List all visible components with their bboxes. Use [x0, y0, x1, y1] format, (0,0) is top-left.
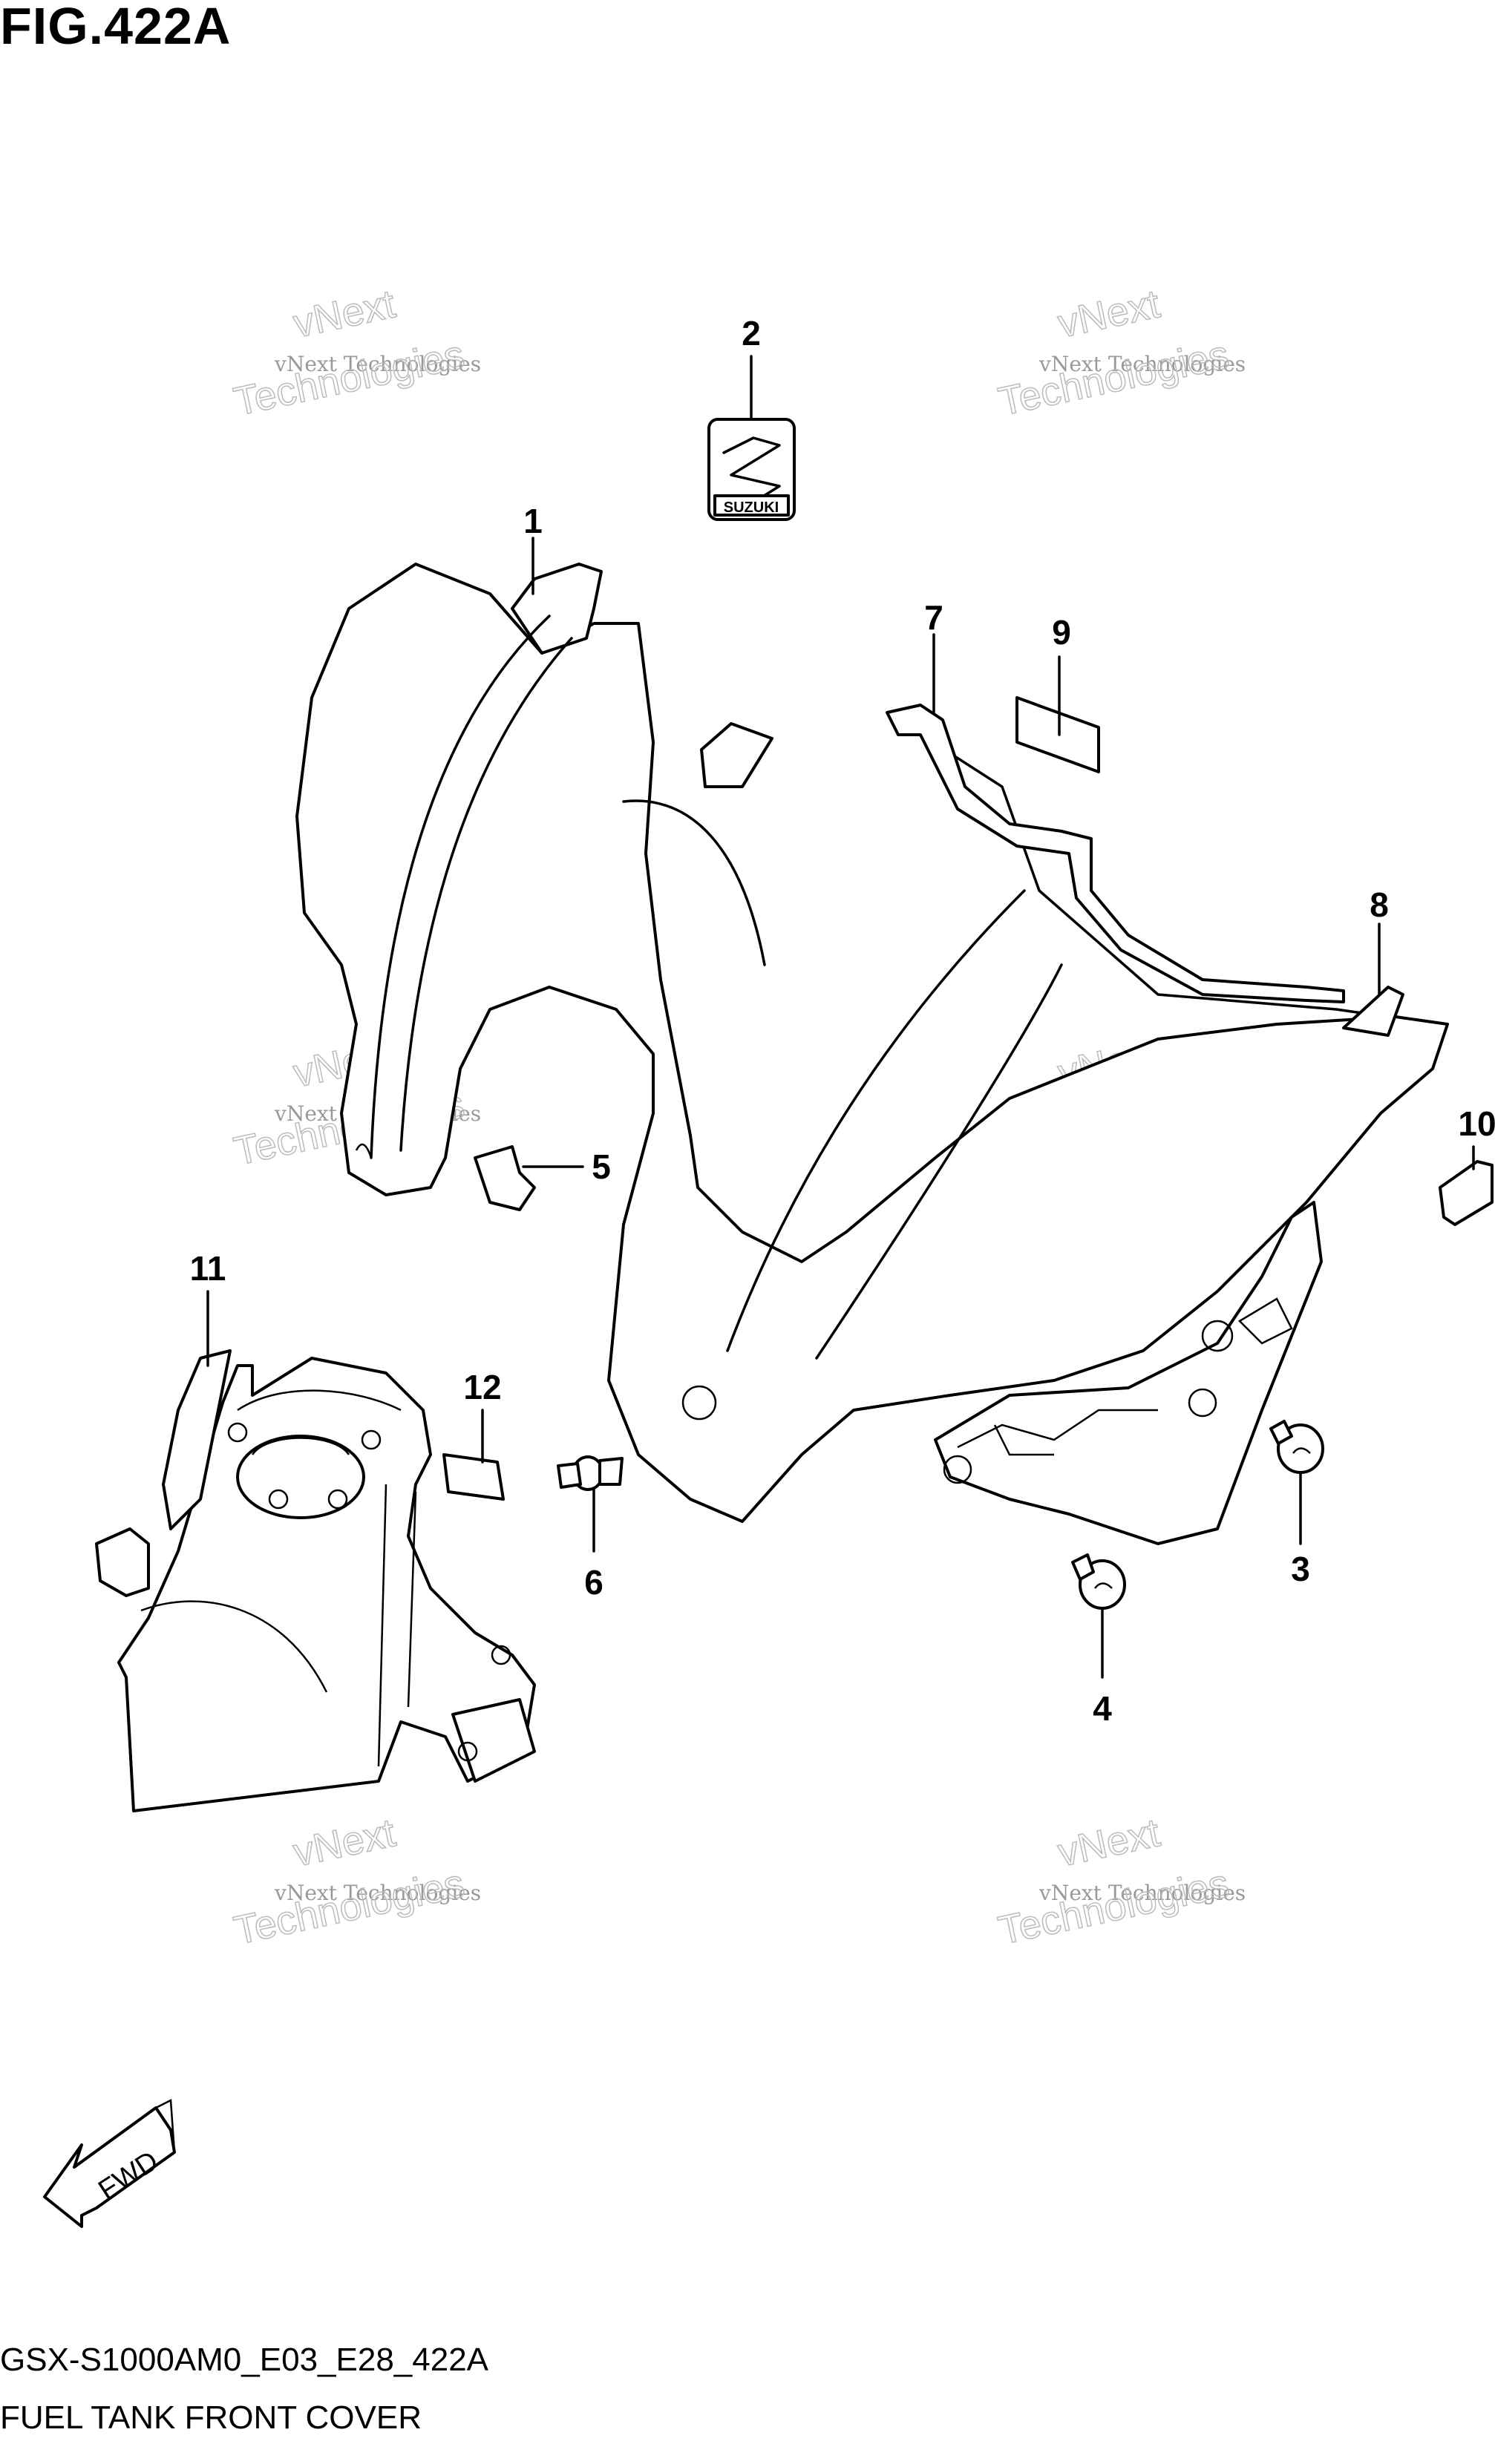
leader-lines — [206, 355, 1475, 1679]
figure-code: GSX-S1000AM0_E03_E28_422A — [0, 2342, 489, 2378]
svg-text:vNext: vNext — [289, 281, 399, 346]
callout-6: 6 — [584, 1563, 603, 1602]
svg-text:Technologies: Technologies — [995, 1861, 1233, 1953]
emblem-text: SUZUKI — [724, 499, 779, 516]
figure-name: FUEL TANK FRONT COVER — [0, 2399, 422, 2436]
callout-11: 11 — [190, 1249, 226, 1288]
svg-text:Technologies: Technologies — [230, 1861, 468, 1953]
part-1-front-cover[interactable] — [295, 563, 1449, 1545]
part-9-pad[interactable] — [1015, 696, 1100, 773]
svg-text:vNext Technologies: vNext Technologies — [274, 352, 481, 376]
svg-text:vNext Technologies: vNext Technologies — [1038, 1881, 1246, 1905]
svg-text:vNext Technologies: vNext Technologies — [274, 1881, 481, 1905]
callouts: 1 2 3 4 5 6 7 8 9 10 11 12 — [190, 314, 1495, 1728]
watermark: vNext Technologies vNext Technologies — [229, 1810, 481, 1954]
part-12-pad[interactable] — [442, 1453, 505, 1501]
part-8-clip[interactable] — [1342, 986, 1404, 1037]
callout-10: 10 — [1458, 1104, 1495, 1143]
part-4-bolt[interactable] — [1071, 1553, 1126, 1610]
callout-4: 4 — [1093, 1689, 1112, 1728]
svg-text:vNext: vNext — [289, 1810, 399, 1875]
callout-7: 7 — [924, 598, 943, 637]
part-6-rivet[interactable] — [557, 1455, 624, 1491]
part-3-bolt[interactable] — [1269, 1420, 1324, 1474]
part-10-cushion[interactable] — [1439, 1160, 1494, 1226]
svg-text:vNext: vNext — [1054, 1810, 1164, 1875]
part-11-inner-cover[interactable] — [95, 1349, 536, 1812]
fwd-arrow-icon: FWD — [43, 2099, 176, 2228]
part-2-emblem[interactable]: SUZUKI — [707, 418, 796, 521]
svg-text:Technologies: Technologies — [995, 332, 1233, 425]
callout-5: 5 — [592, 1147, 611, 1186]
watermark: vNext Technologies vNext Technologies — [994, 281, 1246, 425]
figure-title: FIG.422A — [0, 0, 232, 55]
svg-text:vNext: vNext — [1054, 281, 1164, 346]
callout-2: 2 — [742, 314, 761, 353]
svg-text:Technologies: Technologies — [230, 332, 468, 425]
watermark: vNext Technologies vNext Technologies — [229, 281, 481, 425]
watermark: vNext Technologies vNext Technologies — [994, 1810, 1246, 1954]
callout-1: 1 — [523, 502, 543, 540]
callout-8: 8 — [1370, 885, 1389, 924]
callout-12: 12 — [463, 1368, 501, 1406]
callout-3: 3 — [1291, 1550, 1310, 1588]
svg-text:vNext Technologies: vNext Technologies — [1038, 352, 1246, 376]
callout-9: 9 — [1052, 613, 1071, 652]
part-7-cushion[interactable] — [886, 704, 1345, 1003]
part-5-nut[interactable] — [474, 1145, 536, 1211]
